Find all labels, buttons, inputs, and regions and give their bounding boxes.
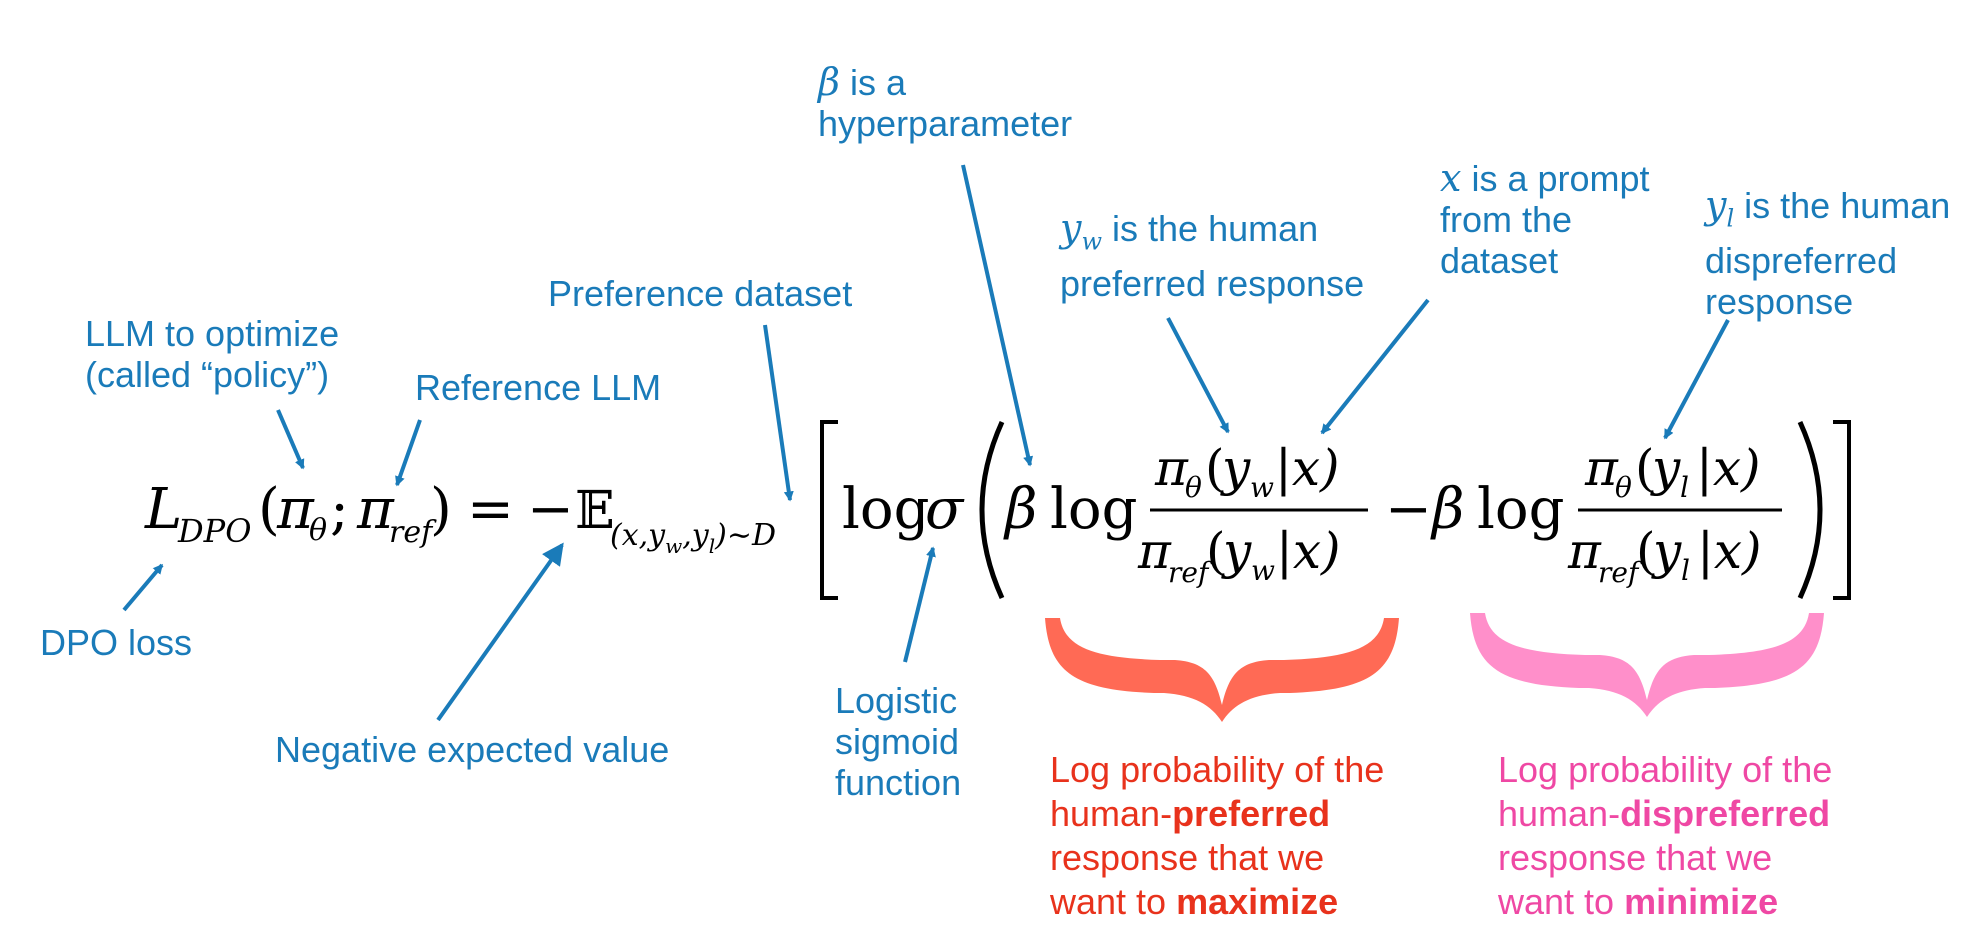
numerator-given-x: |x)	[1275, 439, 1340, 497]
denominator2-ref: ref	[1598, 556, 1643, 589]
left-large-paren	[979, 420, 1005, 600]
formula-lhs: L DPO ( π θ ; π ref ) = − 𝔼 (x,yw,yl)∼D	[144, 477, 776, 558]
yw-label: yw is the human preferred response	[1060, 206, 1365, 304]
denominator-pi: π	[1137, 522, 1172, 580]
log-text: log	[842, 477, 929, 542]
ratio-minus: −	[1385, 477, 1432, 542]
arrow-icon	[1320, 298, 1430, 435]
dispreferred-note: Log probability of the human-dispreferre…	[1498, 749, 1833, 922]
arrow-icon	[276, 409, 305, 470]
arrow-icon	[122, 563, 164, 612]
denominator-open-paren: (	[1206, 522, 1226, 580]
numerator2-y: y	[1650, 439, 1681, 497]
loss-subscript: DPO	[177, 512, 251, 550]
numerator-y: y	[1220, 439, 1251, 497]
lhs-close-paren: )	[430, 477, 452, 542]
lhs-pi: π	[276, 477, 315, 542]
log-text-dispreferred: log	[1477, 477, 1564, 542]
arrow-icon	[961, 164, 1034, 467]
beta-symbol-preferred: β	[1003, 477, 1037, 542]
numerator-theta: θ	[1185, 471, 1202, 504]
numerator2-given-x: |x)	[1696, 439, 1761, 497]
numerator2-open-paren: (	[1635, 439, 1655, 497]
lhs-theta: θ	[309, 513, 327, 548]
numerator-open-paren: (	[1205, 439, 1225, 497]
preferred-note: Log probability of the human-preferred r…	[1050, 749, 1385, 922]
log-text-preferred: log	[1050, 477, 1137, 542]
numerator-pi: π	[1154, 439, 1189, 497]
arrow-icon	[395, 419, 422, 487]
dispreferred-ratio: π θ ( y l |x) π ref ( y l |x)	[1567, 439, 1782, 589]
preferred-ratio: π θ ( y w |x) π ref ( y w |x)	[1137, 439, 1368, 589]
x-label: x is a prompt from the dataset	[1440, 156, 1650, 282]
arrow-icon	[903, 546, 936, 663]
lhs-open-paren: (	[258, 477, 280, 542]
beta-label: β is a hyperparameter	[818, 60, 1073, 145]
left-square-bracket	[820, 420, 838, 600]
denominator-y: y	[1221, 522, 1252, 580]
lhs-semicolon: ;	[330, 477, 349, 542]
numerator2-pi: π	[1584, 439, 1619, 497]
curly-brace-icon	[1045, 618, 1399, 722]
arrow-icon	[436, 542, 564, 722]
numerator2-l: l	[1680, 471, 1689, 504]
beta-symbol-dispreferred: β	[1430, 477, 1464, 542]
denominator2-pi: π	[1567, 522, 1602, 580]
arrow-icon	[1166, 317, 1230, 434]
sigmoid-label: Logistic sigmoid function	[835, 680, 962, 803]
denominator2-l: l	[1681, 554, 1690, 587]
equals-sign: =	[467, 477, 514, 542]
denominator-ref: ref	[1168, 556, 1213, 589]
negative-expected-value-label: Negative expected value	[275, 729, 670, 770]
denominator2-open-paren: (	[1636, 522, 1656, 580]
numerator-w: w	[1250, 471, 1274, 504]
sigma-symbol: σ	[925, 477, 965, 542]
yl-label: yl is the human dispreferred response	[1705, 183, 1951, 322]
loss-symbol: L	[144, 477, 182, 542]
denominator-w: w	[1251, 554, 1275, 587]
minus-sign: −	[527, 477, 574, 542]
right-square-bracket	[1833, 420, 1851, 600]
denominator2-given-x: |x)	[1697, 522, 1762, 580]
reference-llm-label: Reference LLM	[415, 367, 662, 408]
arrow-icon	[1663, 319, 1730, 440]
numerator2-theta: θ	[1615, 471, 1632, 504]
arrow-icon	[763, 324, 794, 502]
curly-brace-icon	[1470, 613, 1824, 717]
llm-policy-label: LLM to optimize (called “policy”)	[85, 313, 340, 395]
denominator2-y: y	[1651, 522, 1682, 580]
lhs-ref-subscript: ref	[389, 515, 437, 550]
preference-dataset-label: Preference dataset	[548, 273, 853, 314]
lhs-pi-ref: π	[356, 477, 395, 542]
expectation-symbol: 𝔼	[575, 481, 615, 541]
dpo-loss-label: DPO loss	[40, 622, 193, 663]
right-large-paren	[1797, 420, 1823, 600]
denominator-given-x: |x)	[1276, 522, 1341, 580]
expectation-subscript: (x,yw,yl)∼D	[610, 518, 776, 558]
